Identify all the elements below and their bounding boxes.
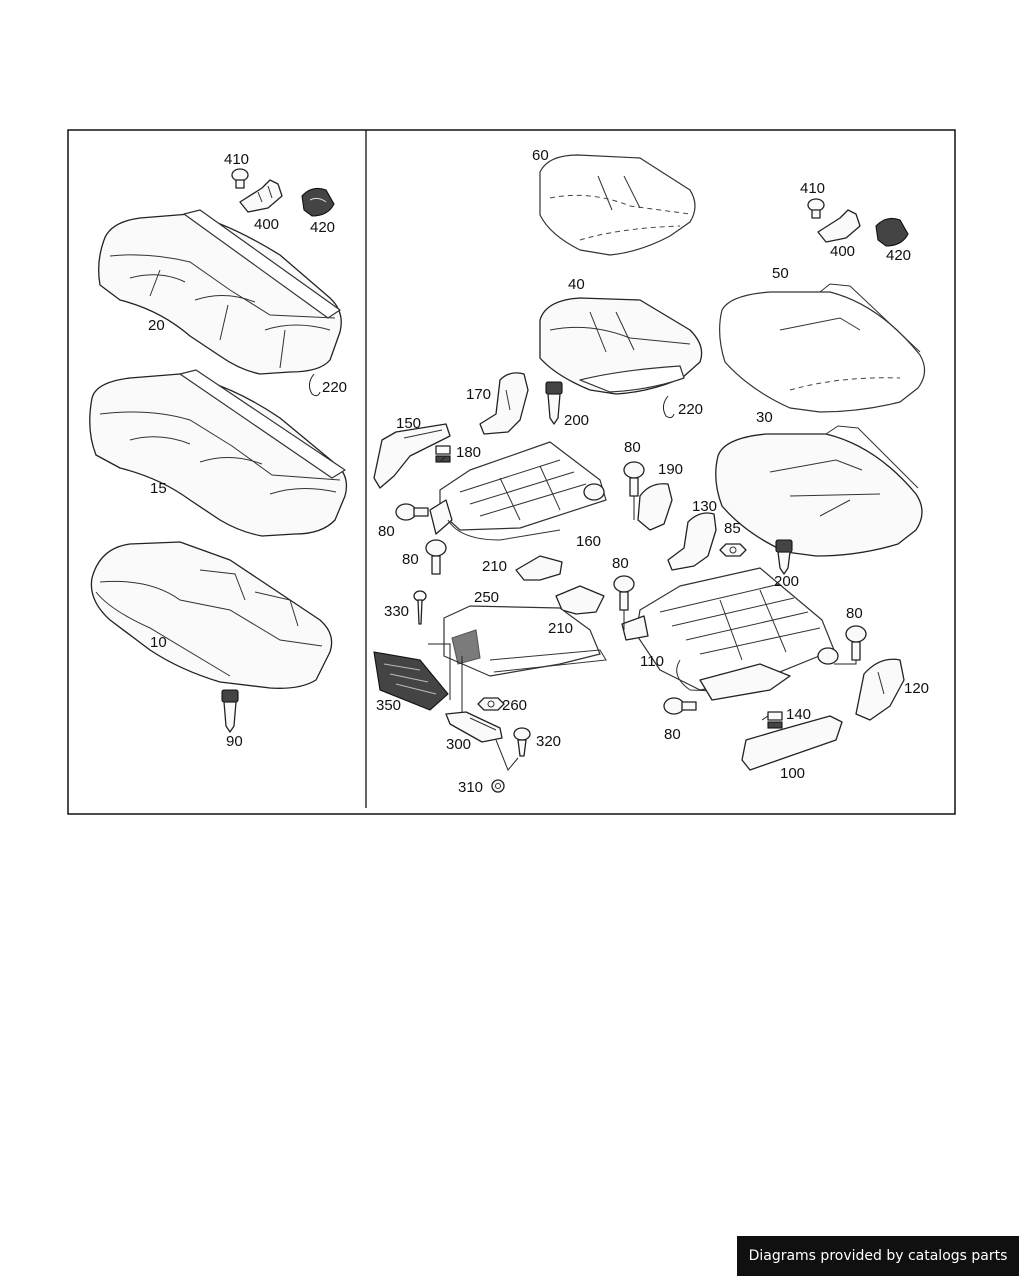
diagram-frame [67, 129, 956, 815]
callout-400-left: 400 [254, 216, 279, 233]
part-200-clip-lower [775, 539, 793, 575]
part-250-housing [443, 605, 607, 677]
callout-80-f: 80 [664, 726, 681, 743]
part-80-bolt-d [613, 575, 635, 611]
part-210-bracket-a [515, 555, 563, 581]
callout-180: 180 [456, 444, 481, 461]
part-200-clip-upper [545, 381, 563, 425]
part-140-clip [767, 711, 783, 729]
callout-200-upper: 200 [564, 412, 589, 429]
callout-310: 310 [458, 779, 483, 796]
part-410-clip-right [807, 198, 825, 219]
part-220-ring-left [308, 373, 321, 397]
footer-credit-banner: Diagrams provided by catalogs parts [737, 1236, 1019, 1276]
footer-credit-text: Diagrams provided by catalogs parts [748, 1248, 1008, 1264]
part-85-nut [719, 543, 747, 557]
part-80-bolt-b [425, 539, 447, 575]
callout-15: 15 [150, 480, 167, 497]
callout-80-a: 80 [624, 439, 641, 456]
callout-130: 130 [692, 498, 717, 515]
part-420-cap-left [301, 187, 335, 217]
part-100-side-trim [741, 715, 843, 771]
part-80-bolt-a [395, 503, 429, 521]
callout-210-a: 210 [482, 558, 507, 575]
callout-410-left: 410 [224, 151, 249, 168]
callout-220-left: 220 [322, 379, 347, 396]
callout-200-lower: 200 [774, 573, 799, 590]
callout-90: 90 [226, 733, 243, 750]
part-30-backrest-pad [715, 425, 923, 557]
part-20-backrest-cover [98, 209, 342, 375]
callout-10: 10 [150, 634, 167, 651]
part-260-nut [477, 697, 505, 711]
callout-420-left: 420 [310, 219, 335, 236]
part-40-seat-cushion [539, 297, 703, 395]
callout-250: 250 [474, 589, 499, 606]
callout-300: 300 [446, 736, 471, 753]
callout-100: 100 [780, 765, 805, 782]
leader-lines [428, 455, 857, 771]
callout-410-right: 410 [800, 180, 825, 197]
part-220-ring-right [662, 395, 675, 419]
part-400-bracket-right [817, 209, 861, 243]
callout-80-b: 80 [378, 523, 395, 540]
callout-110: 110 [640, 653, 664, 670]
callout-80-c: 80 [402, 551, 419, 568]
part-300-bracket [445, 711, 503, 743]
part-400-bracket-left [239, 179, 283, 213]
callout-350: 350 [376, 697, 401, 714]
part-330-screw [413, 590, 427, 625]
callout-260: 260 [502, 697, 527, 714]
callout-40: 40 [568, 276, 585, 293]
part-80-bolt-c [623, 461, 645, 497]
part-420-cap-right [875, 217, 909, 247]
callout-160: 160 [576, 533, 601, 550]
callout-330: 330 [384, 603, 409, 620]
callout-80-e: 80 [846, 605, 863, 622]
part-80-bolt-e [845, 625, 867, 661]
part-110-seat-frame [621, 567, 839, 701]
part-160-seat-frame [429, 441, 607, 541]
callout-80-d: 80 [612, 555, 629, 572]
part-60-seat-cover [539, 154, 696, 256]
callout-labels: 410 400 420 20 220 15 10 90 60 410 400 4… [148, 147, 929, 796]
callout-140: 140 [786, 706, 811, 723]
callout-20: 20 [148, 317, 165, 334]
part-190-cover [637, 483, 673, 531]
callout-400-right: 400 [830, 243, 855, 260]
callout-85: 85 [724, 520, 741, 537]
part-150-side-trim [373, 423, 451, 489]
part-10-seat-pan [90, 541, 333, 689]
part-15-backrest-pad [89, 369, 348, 537]
part-130-bracket [667, 512, 717, 571]
part-120-trim [855, 658, 905, 721]
callout-60: 60 [532, 147, 549, 164]
callout-190: 190 [658, 461, 683, 478]
callout-220-right: 220 [678, 401, 703, 418]
part-350-cover-plate [373, 651, 449, 711]
callout-150: 150 [396, 415, 421, 432]
part-80-bolt-f [663, 697, 697, 715]
callout-30: 30 [756, 409, 773, 426]
callout-50: 50 [772, 265, 789, 282]
part-90-clip [221, 689, 239, 733]
part-310-washer [491, 779, 505, 793]
callout-210-b: 210 [548, 620, 573, 637]
part-410-clip-left [231, 168, 249, 189]
callout-320: 320 [536, 733, 561, 750]
part-320-bolt [513, 727, 531, 757]
part-170-bracket [479, 372, 529, 435]
callout-120: 120 [904, 680, 929, 697]
callout-420-right: 420 [886, 247, 911, 264]
callout-170: 170 [466, 386, 491, 403]
part-50-backrest-cover [719, 283, 926, 413]
